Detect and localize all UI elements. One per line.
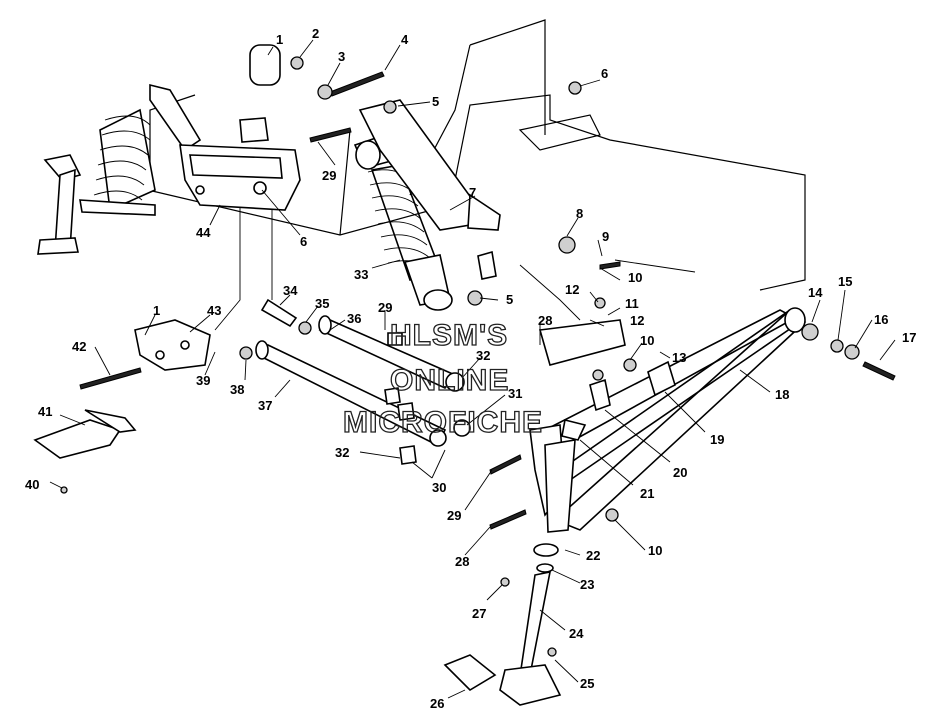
callout-23: 23 [580, 577, 594, 592]
callout-13: 13 [672, 350, 686, 365]
callout-43: 43 [207, 303, 221, 318]
callout-35: 35 [315, 296, 329, 311]
callout-7: 7 [469, 185, 476, 200]
callout-10c: 10 [648, 543, 662, 558]
callout-36: 36 [347, 311, 361, 326]
callout-1: 1 [276, 32, 283, 47]
callout-30: 30 [432, 480, 446, 495]
leader-lines [49, 39, 896, 699]
callout-27: 27 [472, 606, 486, 621]
callout-8: 8 [576, 206, 583, 221]
callout-32b: 32 [335, 445, 349, 460]
callout-10a: 10 [628, 270, 642, 285]
bracket-43 [134, 319, 211, 371]
callout-28b: 28 [455, 554, 469, 569]
callout-4: 4 [401, 32, 409, 47]
callout-41: 41 [38, 404, 52, 419]
callout-39: 39 [196, 373, 210, 388]
callout-12b: 12 [630, 313, 644, 328]
callout-2: 2 [312, 26, 319, 41]
callout-29b: 29 [378, 300, 392, 315]
callout-44: 44 [196, 225, 211, 240]
callout-37: 37 [258, 398, 272, 413]
callout-5b: 5 [506, 292, 513, 307]
callout-20: 20 [673, 465, 687, 480]
callout-28a: 28 [538, 313, 552, 328]
callout-17: 17 [902, 330, 916, 345]
callout-6b: 6 [300, 234, 307, 249]
callout-10b: 10 [640, 333, 654, 348]
callout-9: 9 [602, 229, 609, 244]
callout-25: 25 [580, 676, 594, 691]
callout-29c: 29 [447, 508, 461, 523]
callout-34: 34 [283, 283, 298, 298]
callout-12a: 12 [565, 282, 579, 297]
callout-11: 11 [625, 296, 639, 311]
callout-15: 15 [838, 274, 852, 289]
callout-5: 5 [432, 94, 439, 109]
callout-22: 22 [586, 548, 600, 563]
watermark-line-3: MICROFICHE [343, 406, 543, 439]
hardware [60, 44, 860, 657]
bracket-44 [179, 117, 301, 211]
callout-29a: 29 [322, 168, 336, 183]
callout-6: 6 [601, 66, 608, 81]
callout-labels: 1 2 3 4 5 6 29 44 6 7 8 9 10 33 5 29 34 … [25, 26, 916, 711]
callout-16: 16 [874, 312, 888, 327]
callout-33: 33 [354, 267, 368, 282]
callout-32a: 32 [476, 348, 490, 363]
watermark-line-1: HLSM'S [390, 319, 508, 352]
callout-31: 31 [508, 386, 522, 401]
bolts [79, 71, 896, 530]
callout-1b: 1 [153, 303, 160, 318]
callout-24: 24 [569, 626, 584, 641]
mount-plate [358, 99, 501, 280]
callout-26: 26 [430, 696, 444, 711]
callout-14: 14 [808, 285, 823, 300]
a-arm-18 [543, 307, 807, 531]
callout-38: 38 [230, 382, 244, 397]
callout-18: 18 [775, 387, 789, 402]
callout-3: 3 [338, 49, 345, 64]
spindle-assembly [443, 378, 611, 706]
watermark: HLSM'S ONLINE MICROFICHE [342, 318, 543, 439]
rod-37 [255, 340, 447, 447]
callout-42: 42 [72, 339, 86, 354]
bushings [384, 332, 471, 465]
callout-40: 40 [25, 477, 39, 492]
watermark-line-2: ONLINE [390, 364, 509, 397]
callout-21: 21 [640, 486, 654, 501]
callout-19: 19 [710, 432, 724, 447]
background-shock-assembly [37, 83, 202, 255]
